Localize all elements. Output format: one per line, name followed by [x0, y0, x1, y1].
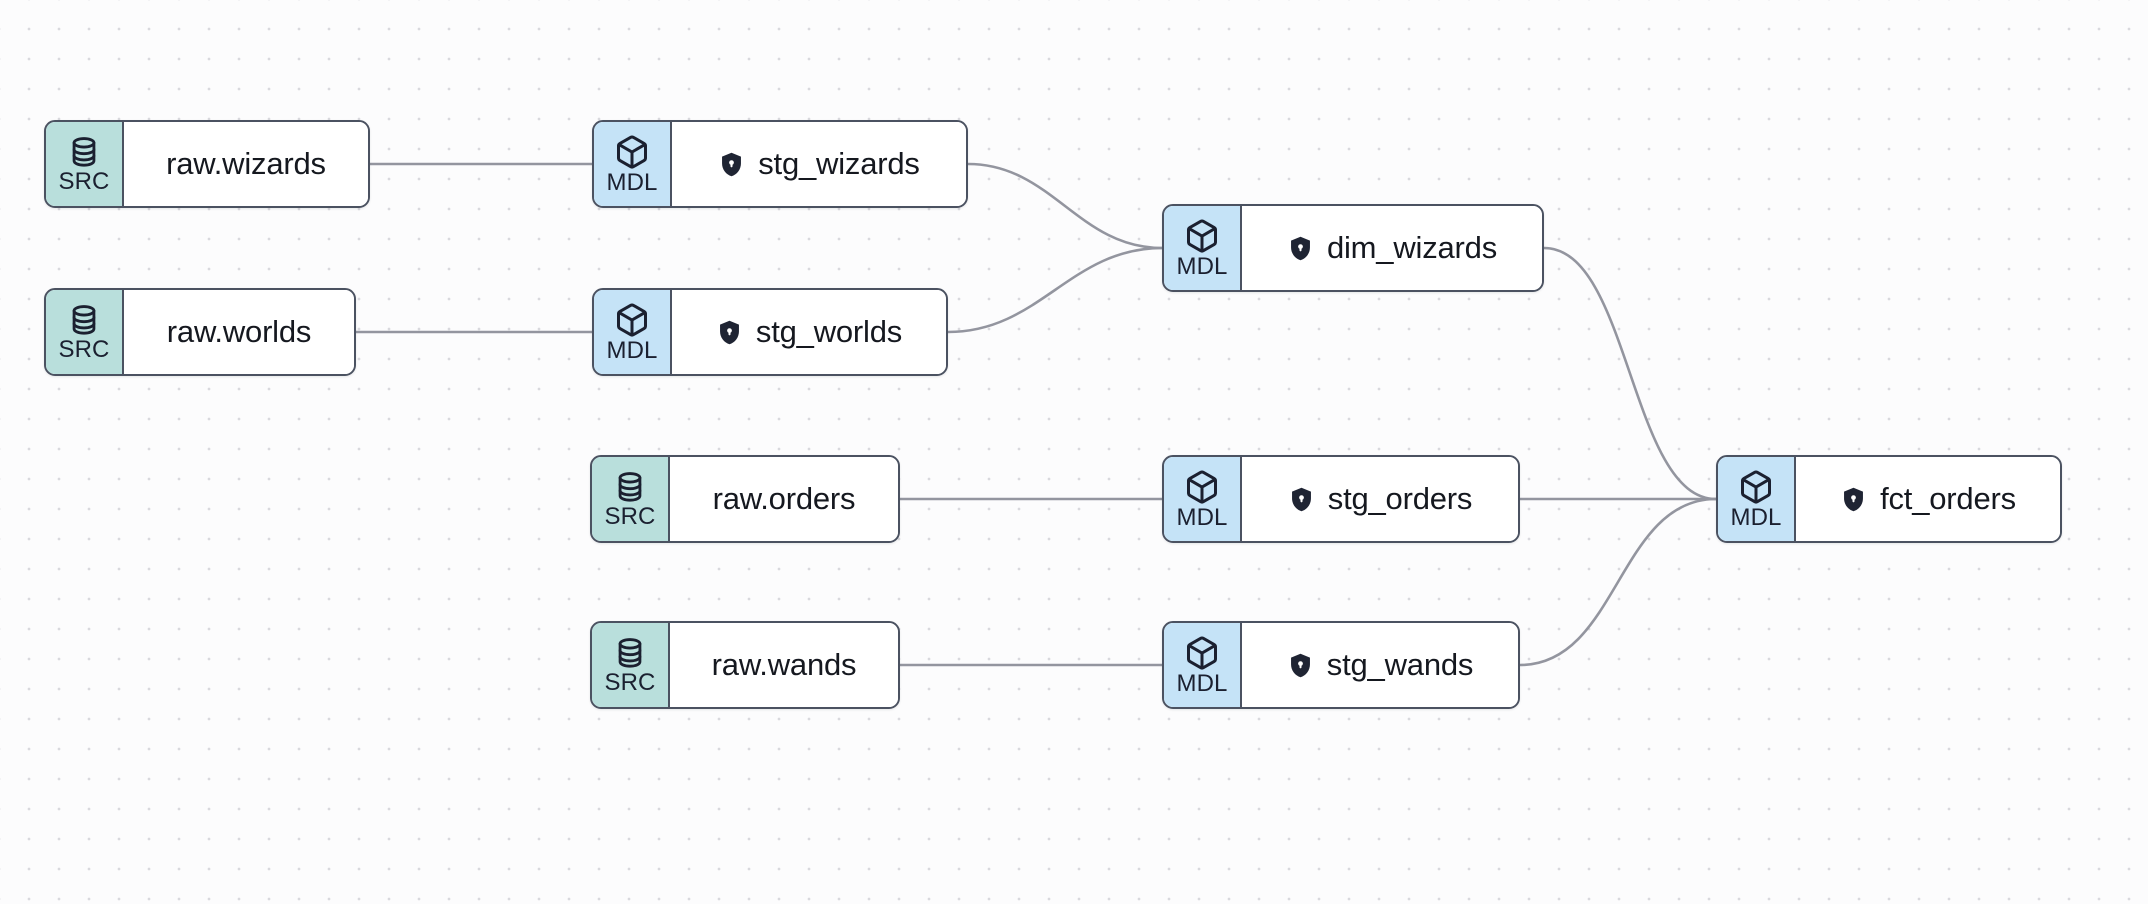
- node-type-badge-raw_wands: SRC: [592, 623, 670, 707]
- node-raw_worlds[interactable]: SRC raw.worlds: [44, 288, 356, 376]
- node-stg_wizards[interactable]: MDL stg_wizards: [592, 120, 968, 208]
- node-body-raw_orders: raw.orders: [670, 457, 898, 541]
- cube-icon: [1741, 470, 1771, 504]
- database-icon: [618, 471, 642, 502]
- node-label: raw.wands: [711, 647, 857, 682]
- edge-stg_worlds-to-dim_wizards: [946, 246, 1164, 334]
- badge-label: MDL: [606, 336, 658, 364]
- badge-label: MDL: [1730, 503, 1782, 531]
- node-type-badge-stg_worlds: MDL: [594, 290, 672, 374]
- node-label: raw.worlds: [166, 314, 312, 349]
- node-body-stg_wands: stg_wands: [1242, 623, 1518, 707]
- badge-label: SRC: [604, 502, 656, 530]
- badge-label: SRC: [58, 335, 110, 363]
- database-icon: [72, 304, 96, 335]
- node-body-raw_wizards: raw.wizards: [124, 122, 368, 206]
- node-label: stg_orders: [1327, 481, 1473, 516]
- node-type-badge-fct_orders: MDL: [1718, 457, 1796, 541]
- node-type-badge-stg_orders: MDL: [1164, 457, 1242, 541]
- badge-label: SRC: [58, 167, 110, 195]
- node-raw_orders[interactable]: SRC raw.orders: [590, 455, 900, 543]
- shield-lock-icon: [1291, 236, 1310, 260]
- node-type-badge-stg_wands: MDL: [1164, 623, 1242, 707]
- cube-icon: [1187, 470, 1217, 504]
- node-label: stg_wands: [1326, 647, 1474, 682]
- node-raw_wizards[interactable]: SRC raw.wizards: [44, 120, 370, 208]
- node-body-fct_orders: fct_orders: [1796, 457, 2060, 541]
- shield-lock-icon: [1291, 487, 1311, 511]
- node-label: stg_wizards: [758, 146, 920, 181]
- node-fct_orders[interactable]: MDL fct_orders: [1716, 455, 2062, 543]
- badge-label: MDL: [1176, 503, 1228, 531]
- node-label: stg_worlds: [755, 314, 903, 349]
- node-label: raw.orders: [712, 481, 856, 516]
- node-stg_wands[interactable]: MDL stg_wands: [1162, 621, 1520, 709]
- badge-label: SRC: [604, 668, 656, 696]
- node-body-stg_wizards: stg_wizards: [672, 122, 966, 206]
- edge-stg_wizards-to-dim_wizards: [966, 162, 1164, 250]
- node-type-badge-raw_orders: SRC: [592, 457, 670, 541]
- shield-lock-icon: [1844, 487, 1864, 511]
- node-type-badge-raw_worlds: SRC: [46, 290, 124, 374]
- node-body-raw_worlds: raw.worlds: [124, 290, 354, 374]
- shield-lock-icon: [722, 152, 742, 176]
- node-type-badge-stg_wizards: MDL: [594, 122, 672, 206]
- node-type-badge-dim_wizards: MDL: [1164, 206, 1242, 290]
- cube-icon: [1187, 219, 1217, 253]
- badge-label: MDL: [1176, 669, 1228, 697]
- node-label: dim_wizards: [1326, 230, 1498, 265]
- edge-stg_wands-to-fct_orders: [1518, 497, 1718, 667]
- node-stg_worlds[interactable]: MDL stg_worlds: [592, 288, 948, 376]
- database-icon: [618, 637, 642, 668]
- node-body-stg_orders: stg_orders: [1242, 457, 1518, 541]
- shield-lock-icon: [719, 320, 739, 344]
- database-icon: [72, 136, 96, 167]
- node-raw_wands[interactable]: SRC raw.wands: [590, 621, 900, 709]
- node-label: fct_orders: [1880, 481, 2016, 516]
- shield-lock-icon: [1290, 653, 1310, 677]
- cube-icon: [617, 135, 647, 169]
- badge-label: MDL: [606, 168, 658, 196]
- node-label: raw.wizards: [166, 146, 326, 181]
- node-body-dim_wizards: dim_wizards: [1242, 206, 1542, 290]
- cube-icon: [1187, 636, 1217, 670]
- cube-icon: [617, 303, 647, 337]
- node-dim_wizards[interactable]: MDL dim_wizards: [1162, 204, 1544, 292]
- node-type-badge-raw_wizards: SRC: [46, 122, 124, 206]
- badge-label: MDL: [1176, 252, 1228, 280]
- node-body-stg_worlds: stg_worlds: [672, 290, 946, 374]
- edge-dim_wizards-to-fct_orders: [1542, 246, 1718, 501]
- node-body-raw_wands: raw.wands: [670, 623, 898, 707]
- node-stg_orders[interactable]: MDL stg_orders: [1162, 455, 1520, 543]
